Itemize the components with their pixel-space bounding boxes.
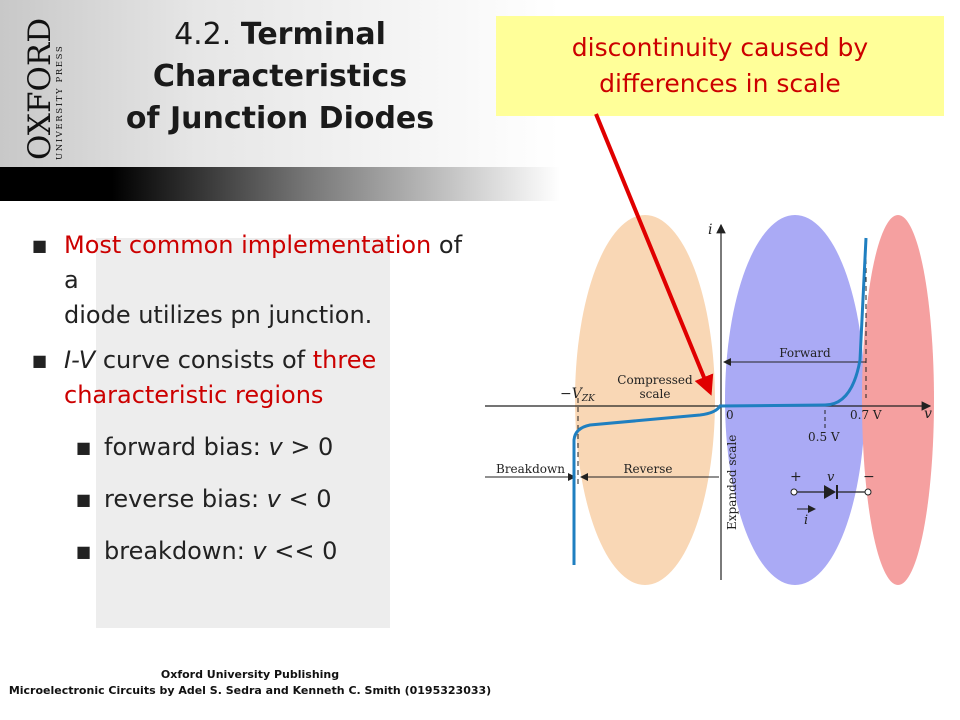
bullet2-red-text2: characteristic regions: [64, 381, 324, 409]
sub-bullet-item: ■ breakdown: v << 0: [30, 534, 470, 569]
reverse-label: Reverse: [623, 462, 672, 476]
bullet-item: ■ I-V curve consists of three characteri…: [30, 343, 470, 413]
bullet-marker-icon: ■: [76, 542, 92, 561]
bullet2-italic-text: I-V: [64, 346, 96, 374]
i-axis-label: i: [708, 222, 712, 238]
sub2-cond: < 0: [280, 485, 332, 513]
breakdown-region-ellipse: [862, 215, 934, 585]
vzk-label: −VZK: [560, 386, 596, 404]
sub-bullet-item: ■ forward bias: v > 0: [30, 430, 470, 465]
v05-label: 0.5 V: [808, 430, 840, 444]
page-title: 4.2. Terminal Characteristics of Junctio…: [100, 14, 460, 140]
footer: Oxford University Publishing Microelectr…: [0, 667, 500, 699]
compressed-label-line1: Compressed: [617, 373, 693, 387]
bullet2-mid-text: curve consists of: [95, 346, 313, 374]
forward-label: Forward: [779, 346, 831, 360]
title-line3: of Junction Diodes: [125, 101, 435, 136]
sub1-cond: > 0: [282, 433, 334, 461]
diode-minus-label: −: [863, 469, 875, 485]
bullet1-rest-text: of a: [64, 231, 463, 294]
expanded-scale-label: Expanded scale: [725, 435, 739, 530]
breakdown-label: Breakdown: [496, 462, 565, 476]
title-line2: Characteristics: [152, 59, 408, 94]
vzk-sub: ZK: [581, 394, 596, 404]
compressed-label-line2: scale: [640, 387, 671, 401]
footer-line2: Microelectronic Circuits by Adel S. Sedr…: [8, 684, 492, 697]
iv-curve-diagram: i v −VZK Compressed scale Forward 0 0.7 …: [485, 215, 934, 585]
sub1-text: forward bias:: [104, 433, 269, 461]
bullet1-red-text: Most common implementation: [64, 231, 432, 259]
sub3-text: breakdown:: [104, 537, 253, 565]
vzk-main: −V: [560, 386, 584, 402]
bullet-item: ■ Most common implementation of a diode …: [30, 228, 470, 333]
v07-label: 0.7 V: [850, 408, 882, 422]
bullet-marker-icon: ■: [76, 490, 92, 509]
footer-line1: Oxford University Publishing: [160, 668, 340, 681]
diode-symbol-icon: [790, 485, 872, 513]
bullet-marker-icon: ■: [32, 351, 48, 370]
sub2-var: v: [266, 485, 281, 513]
callout-box: discontinuity caused by differences in s…: [496, 16, 944, 116]
title-number: 4.2.: [174, 17, 232, 52]
v-axis-label: v: [924, 406, 932, 422]
logo-subtitle: UNIVERSITY PRESS: [55, 45, 64, 160]
bullet-list: ■ Most common implementation of a diode …: [30, 228, 470, 569]
bullet2-red-text1: three: [312, 346, 377, 374]
callout-line1: discontinuity caused by: [571, 33, 869, 62]
diode-i-label: i: [804, 513, 808, 528]
diode-v-label: v: [827, 470, 835, 485]
background-book-image: [96, 238, 390, 628]
bullet-marker-icon: ■: [32, 236, 48, 255]
bullet-marker-icon: ■: [76, 438, 92, 457]
sub3-cond: << 0: [266, 537, 338, 565]
header-divider-bar: [0, 167, 560, 201]
sub2-text: reverse bias:: [104, 485, 267, 513]
title-line1: Terminal: [240, 17, 386, 52]
forward-region-ellipse: [725, 215, 865, 585]
sub3-var: v: [252, 537, 267, 565]
sub1-var: v: [268, 433, 283, 461]
header-background: [0, 0, 560, 200]
iv-curve-line: [572, 237, 868, 565]
callout-line2: differences in scale: [599, 69, 841, 98]
bullet1-rest-text2: diode utilizes pn junction.: [64, 301, 373, 329]
sub-bullet-item: ■ reverse bias: v < 0: [30, 482, 470, 517]
logo-word: OXFORD: [22, 18, 58, 160]
zero-label: 0: [726, 408, 734, 422]
oxford-logo: OXFORD UNIVERSITY PRESS: [22, 18, 64, 160]
diode-plus-label: +: [790, 469, 802, 485]
